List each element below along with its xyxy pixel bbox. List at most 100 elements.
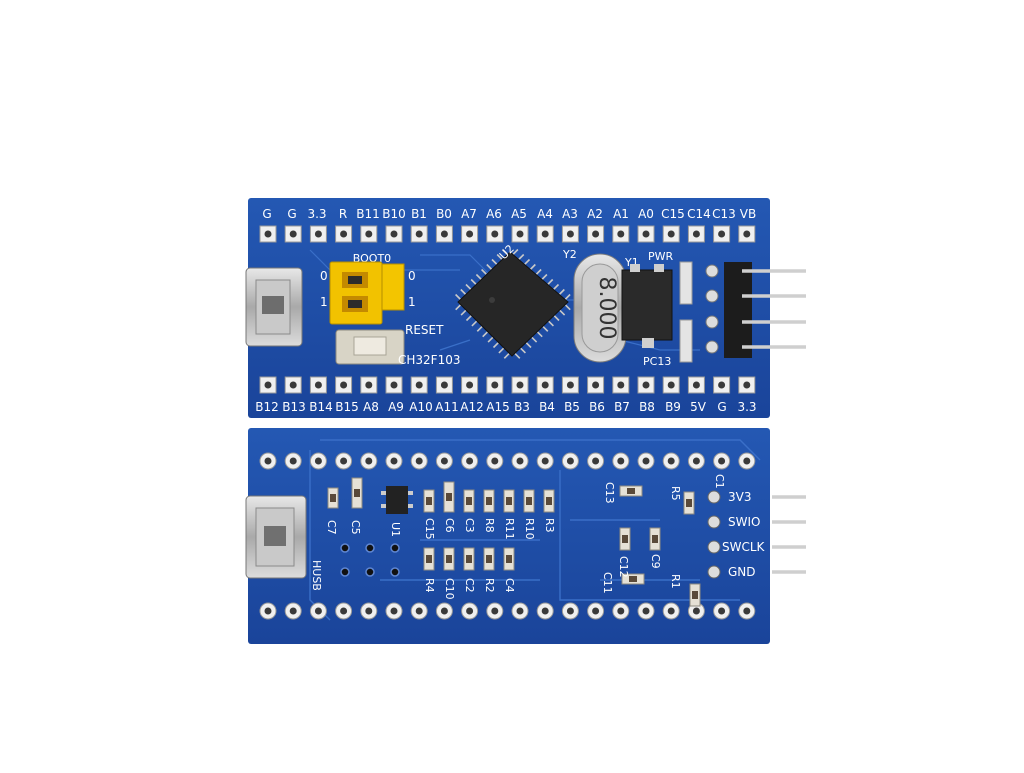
pad-hole [692, 457, 700, 465]
pad-hole [390, 457, 398, 465]
mcu-pin [553, 314, 560, 322]
pad-hole [617, 607, 625, 615]
component-label: C5 [349, 520, 362, 535]
pad-hole [415, 457, 423, 465]
pin-label: B4 [539, 400, 555, 414]
pad-hole [264, 457, 272, 465]
mcu-pin [486, 263, 493, 271]
boot-jumper-block[interactable] [329, 261, 405, 325]
component-label: C3 [463, 518, 476, 533]
component-label: R8 [483, 518, 496, 533]
component-label: C2 [463, 578, 476, 593]
mcu-pin [547, 320, 554, 327]
smd-body [354, 489, 360, 497]
pad-hole [592, 381, 600, 389]
pad-hole [667, 381, 675, 389]
reset-label: RESET [405, 323, 444, 337]
pwr-label: PWR [648, 250, 674, 263]
mcu-pin [455, 304, 462, 311]
pin-label: B5 [564, 400, 580, 414]
smd-body [506, 497, 512, 505]
pad-hole [491, 230, 499, 238]
pad-hole [743, 607, 751, 615]
mcu-pin [514, 352, 521, 359]
pad-hole [718, 381, 726, 389]
pad-hole [466, 230, 474, 238]
pin-label: A2 [587, 207, 603, 221]
top-pad-row-upper [259, 225, 756, 243]
debug-label-swio: SWIO [728, 515, 760, 529]
smd-body [629, 576, 637, 582]
pin-label: R [339, 207, 347, 221]
pad-hole [617, 457, 625, 465]
smd-body [486, 497, 492, 505]
pin-label: B13 [282, 400, 306, 414]
pad-hole [440, 607, 448, 615]
reset-button[interactable] [335, 329, 405, 365]
pad-hole [516, 607, 524, 615]
pad-hole [566, 230, 574, 238]
pad-hole [390, 230, 398, 238]
component-label: R1 [669, 574, 682, 589]
pin-label: B0 [436, 207, 452, 221]
debug-label-swclk: SWCLK [722, 540, 766, 554]
mcu-pin [481, 268, 488, 276]
mcu-pin [535, 268, 542, 276]
pad-hole [541, 457, 549, 465]
pad-hole [440, 381, 448, 389]
pad-hole [566, 381, 574, 389]
pin-label: B3 [514, 400, 530, 414]
debug-label-3v3: 3V3 [728, 490, 751, 504]
smd-body [622, 535, 628, 543]
pad-hole [692, 381, 700, 389]
pin-label: B14 [309, 400, 333, 414]
pad-hole [390, 381, 398, 389]
mcu-pin [503, 352, 510, 359]
swd-header-top [705, 262, 806, 358]
pad-hole [289, 230, 297, 238]
smd-body [426, 497, 432, 505]
smd-body [330, 494, 336, 502]
pin-label: B6 [589, 400, 605, 414]
pad-hole [289, 457, 297, 465]
pin-label: B1 [411, 207, 427, 221]
component-label: C13 [603, 482, 616, 504]
mcu-pin [529, 263, 536, 271]
mcu-pin [498, 347, 505, 354]
mcu-pin [471, 320, 478, 327]
mcu-pin [547, 278, 554, 286]
pad-hole [491, 457, 499, 465]
component-label: C15 [423, 518, 436, 540]
component-label: C10 [443, 578, 456, 600]
pad-hole [289, 607, 297, 615]
smd-body [486, 555, 492, 563]
voltage-regulator [621, 264, 673, 348]
smd-body [526, 497, 532, 505]
pad-hole [617, 381, 625, 389]
pad-hole [592, 607, 600, 615]
pin-label: A9 [388, 400, 404, 414]
pad-hole [692, 607, 700, 615]
pin-label: B10 [382, 207, 406, 221]
pin-label: B12 [255, 400, 279, 414]
pin-label: A4 [537, 207, 553, 221]
micro-usb-top [245, 267, 303, 347]
mcu-pin [496, 253, 503, 261]
y2-label: Y2 [562, 248, 577, 261]
mcu-pin [558, 288, 565, 296]
pin-label: 3.3 [307, 207, 326, 221]
u1-chip [381, 486, 413, 514]
pin-label: A7 [461, 207, 477, 221]
component-label: C6 [443, 518, 456, 533]
pin-label: C14 [687, 207, 711, 221]
pad-hole [466, 607, 474, 615]
pad-hole [289, 381, 297, 389]
pad-hole [592, 230, 600, 238]
pin-label: A6 [486, 207, 502, 221]
mcu-pin [564, 293, 571, 301]
pad-hole [264, 381, 272, 389]
mcu-pin [541, 273, 548, 281]
mcu-pin [491, 258, 498, 266]
component-label: C4 [503, 578, 516, 593]
